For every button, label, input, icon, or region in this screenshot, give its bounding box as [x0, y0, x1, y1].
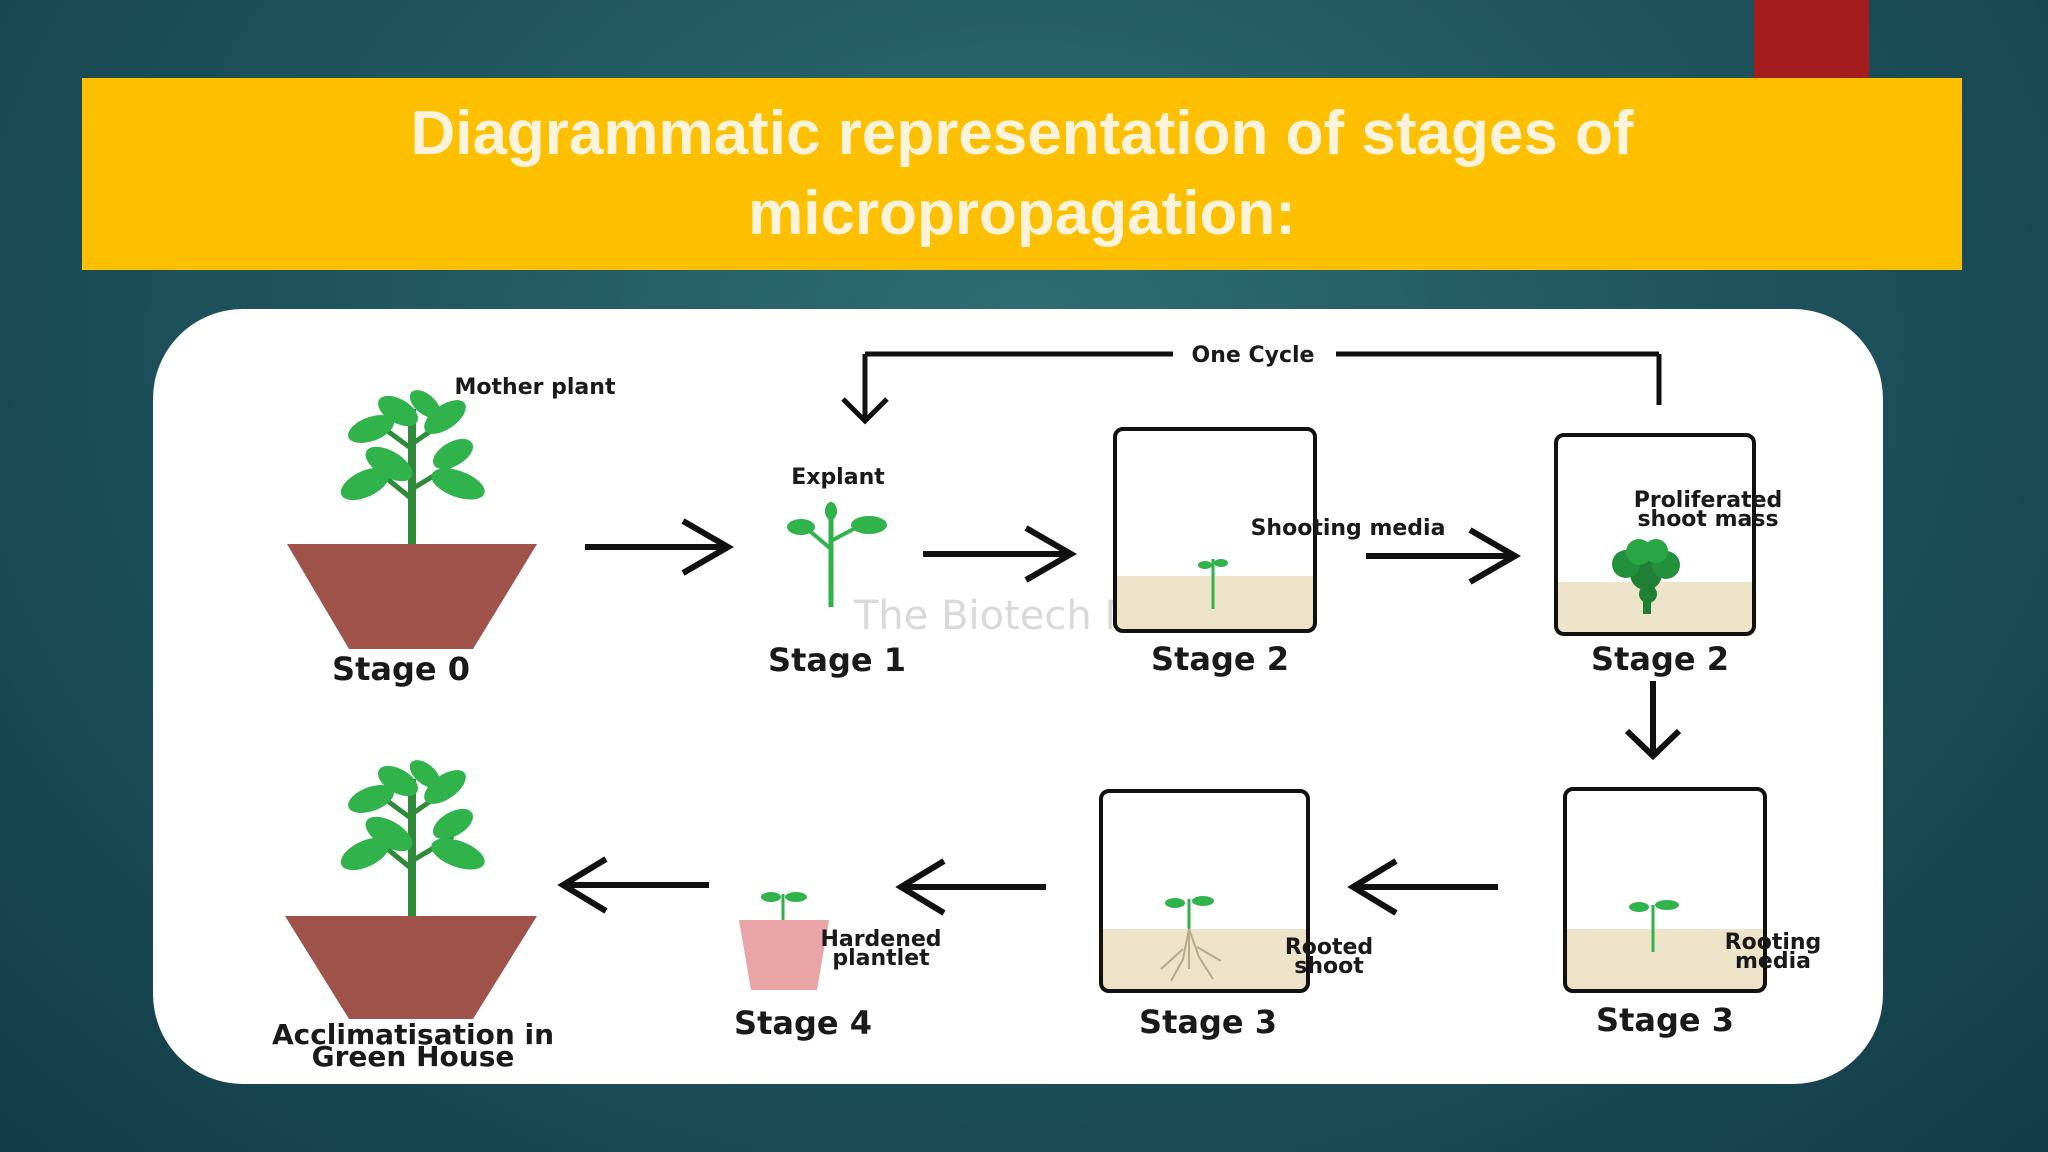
rooted-shoot-jar — [1099, 789, 1310, 993]
arrow-left — [895, 858, 1046, 916]
proliferated-label-2: shoot mass — [1637, 507, 1778, 532]
hardened-label-1: Hardened — [820, 927, 941, 952]
arrow-left — [557, 856, 709, 914]
rooting-label-1: Rooting — [1725, 930, 1822, 955]
arrow-right — [585, 518, 734, 576]
stage4-label: Stage 4 — [734, 1004, 872, 1042]
explant-label: Explant — [791, 465, 885, 490]
hardened-label-2: plantlet — [832, 946, 930, 971]
acclimatisation-label-1: Acclimatisation in — [272, 1018, 554, 1051]
hardened-plantlet-pot — [739, 892, 829, 990]
arrow-down — [1624, 681, 1682, 761]
one-cycle-label: One Cycle — [1192, 343, 1315, 368]
rooting-media-jar — [1563, 787, 1767, 993]
proliferated-jar — [1554, 433, 1756, 636]
mother-plant-label: Mother plant — [455, 375, 616, 400]
shooting-media-label: Shooting media — [1251, 516, 1446, 541]
stage2b-label: Stage 2 — [1591, 640, 1729, 678]
shooting-media-jar — [1113, 427, 1317, 633]
proliferated-label-1: Proliferated — [1634, 488, 1783, 513]
rooting-label-2: media — [1735, 949, 1811, 974]
acclimatised-plant-pot — [285, 760, 537, 1019]
stage0-label: Stage 0 — [332, 650, 470, 688]
arrow-right — [923, 525, 1077, 583]
title-banner: Diagrammatic representation of stages of… — [82, 78, 1962, 270]
slide-title: Diagrammatic representation of stages of… — [410, 99, 1634, 248]
rooted-label-2: shoot — [1294, 954, 1364, 979]
arrow-right — [1366, 527, 1521, 585]
rooted-label-1: Rooted — [1285, 935, 1373, 960]
arrow-left — [1347, 858, 1498, 916]
explant-icon — [787, 502, 887, 607]
micropropagation-diagram: One Cycle Mother plant Stage 0 — [272, 343, 1822, 1073]
accent-tab — [1754, 0, 1869, 80]
stage3b-label: Stage 3 — [1596, 1001, 1734, 1039]
acclimatisation-label-2: Green House — [312, 1040, 515, 1073]
mother-plant-pot — [287, 390, 537, 649]
diagram-card: One Cycle Mother plant Stage 0 — [153, 309, 1883, 1084]
stage2a-label: Stage 2 — [1151, 640, 1289, 678]
one-cycle-bracket — [841, 351, 1662, 425]
stage1-label: Stage 1 — [768, 641, 906, 679]
stage3a-label: Stage 3 — [1139, 1003, 1277, 1041]
